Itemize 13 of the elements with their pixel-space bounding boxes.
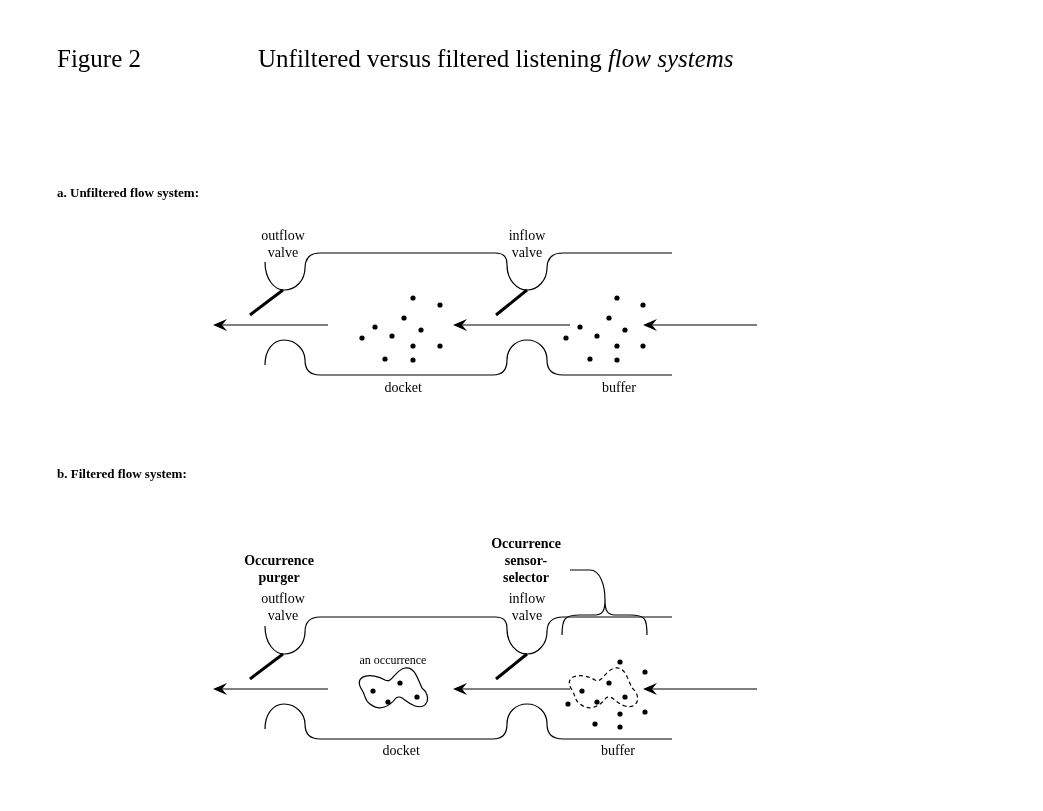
- figure-number: Figure 2: [57, 44, 142, 73]
- part-label: inflow valve: [507, 227, 547, 261]
- part-label: docket: [384, 379, 422, 396]
- part-label: buffer: [602, 379, 636, 396]
- panel-heading: a. Unfiltered flow system:: [57, 184, 199, 201]
- part-label: an occurrence: [359, 652, 427, 668]
- part-label: outflow valve: [260, 590, 306, 624]
- part-label: outflow valve: [260, 227, 306, 261]
- part-label: docket: [382, 742, 420, 759]
- panel-heading: b. Filtered flow system:: [57, 465, 187, 482]
- figure-title: Unfiltered versus filtered listening flow systems: [258, 44, 734, 73]
- part-label: inflow valve: [507, 590, 547, 624]
- part-label: buffer: [601, 742, 635, 759]
